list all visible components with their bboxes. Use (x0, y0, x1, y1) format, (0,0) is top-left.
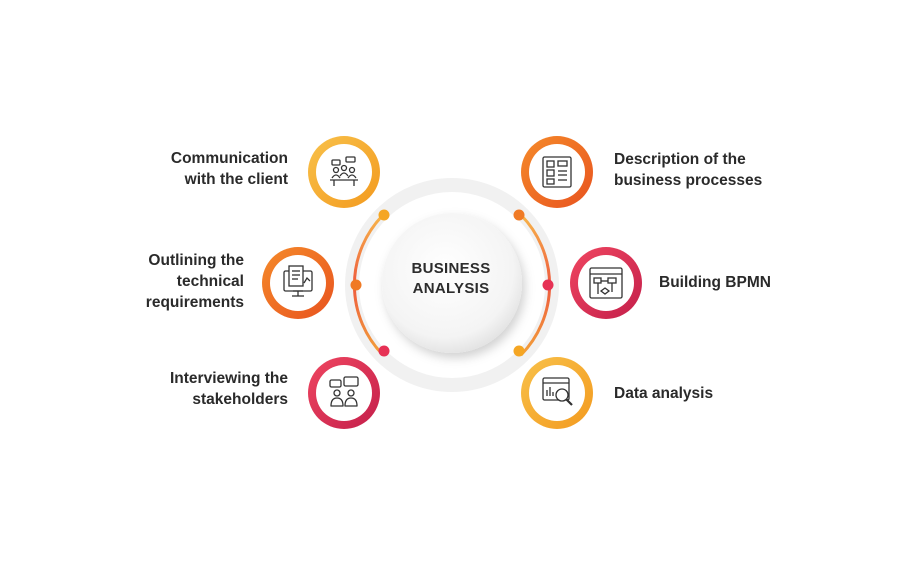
connector-dot (513, 345, 525, 357)
connector-dot (513, 209, 525, 221)
node-outlining (262, 247, 334, 319)
label-data-analysis: Data analysis (614, 383, 713, 404)
center-circle (382, 213, 522, 353)
center-title: BUSINESS ANALYSIS (391, 259, 511, 299)
bpmn-diagram-icon (589, 267, 623, 299)
center-title-line1: BUSINESS (411, 260, 491, 277)
label-line: requirements (145, 294, 244, 311)
label-line: business processes (614, 172, 763, 189)
label-line: Interviewing the (170, 370, 288, 387)
node-bpmn (570, 247, 642, 319)
node-interviewing (308, 357, 380, 429)
connector-dot (542, 279, 554, 291)
document-icon (283, 265, 313, 297)
label-outlining: Outlining the technical requirements (146, 250, 244, 313)
label-line: technical (176, 273, 244, 290)
label-line: with the client (184, 171, 288, 188)
center-title-line2: ANALYSIS (412, 280, 490, 297)
meeting-icon (330, 156, 358, 186)
process-board-icon (542, 156, 572, 188)
node-communication (308, 136, 380, 208)
connector-dot (350, 279, 362, 291)
data-analysis-icon (542, 377, 573, 406)
label-line: Outlining the (148, 252, 244, 269)
connector-dot (378, 209, 390, 221)
label-line: Data analysis (614, 385, 714, 402)
label-line: Communication (170, 150, 288, 167)
node-data-analysis (521, 357, 593, 429)
label-interviewing: Interviewing the stakeholders (170, 368, 288, 410)
label-line: Description of the (614, 151, 746, 168)
label-line: Building BPMN (659, 274, 771, 291)
label-communication: Communication with the client (171, 148, 288, 190)
node-description (521, 136, 593, 208)
connector-dot (378, 345, 390, 357)
interview-icon (329, 376, 359, 407)
label-line: stakeholders (192, 391, 288, 408)
label-description: Description of the business processes (614, 149, 762, 191)
label-bpmn: Building BPMN (659, 272, 771, 293)
